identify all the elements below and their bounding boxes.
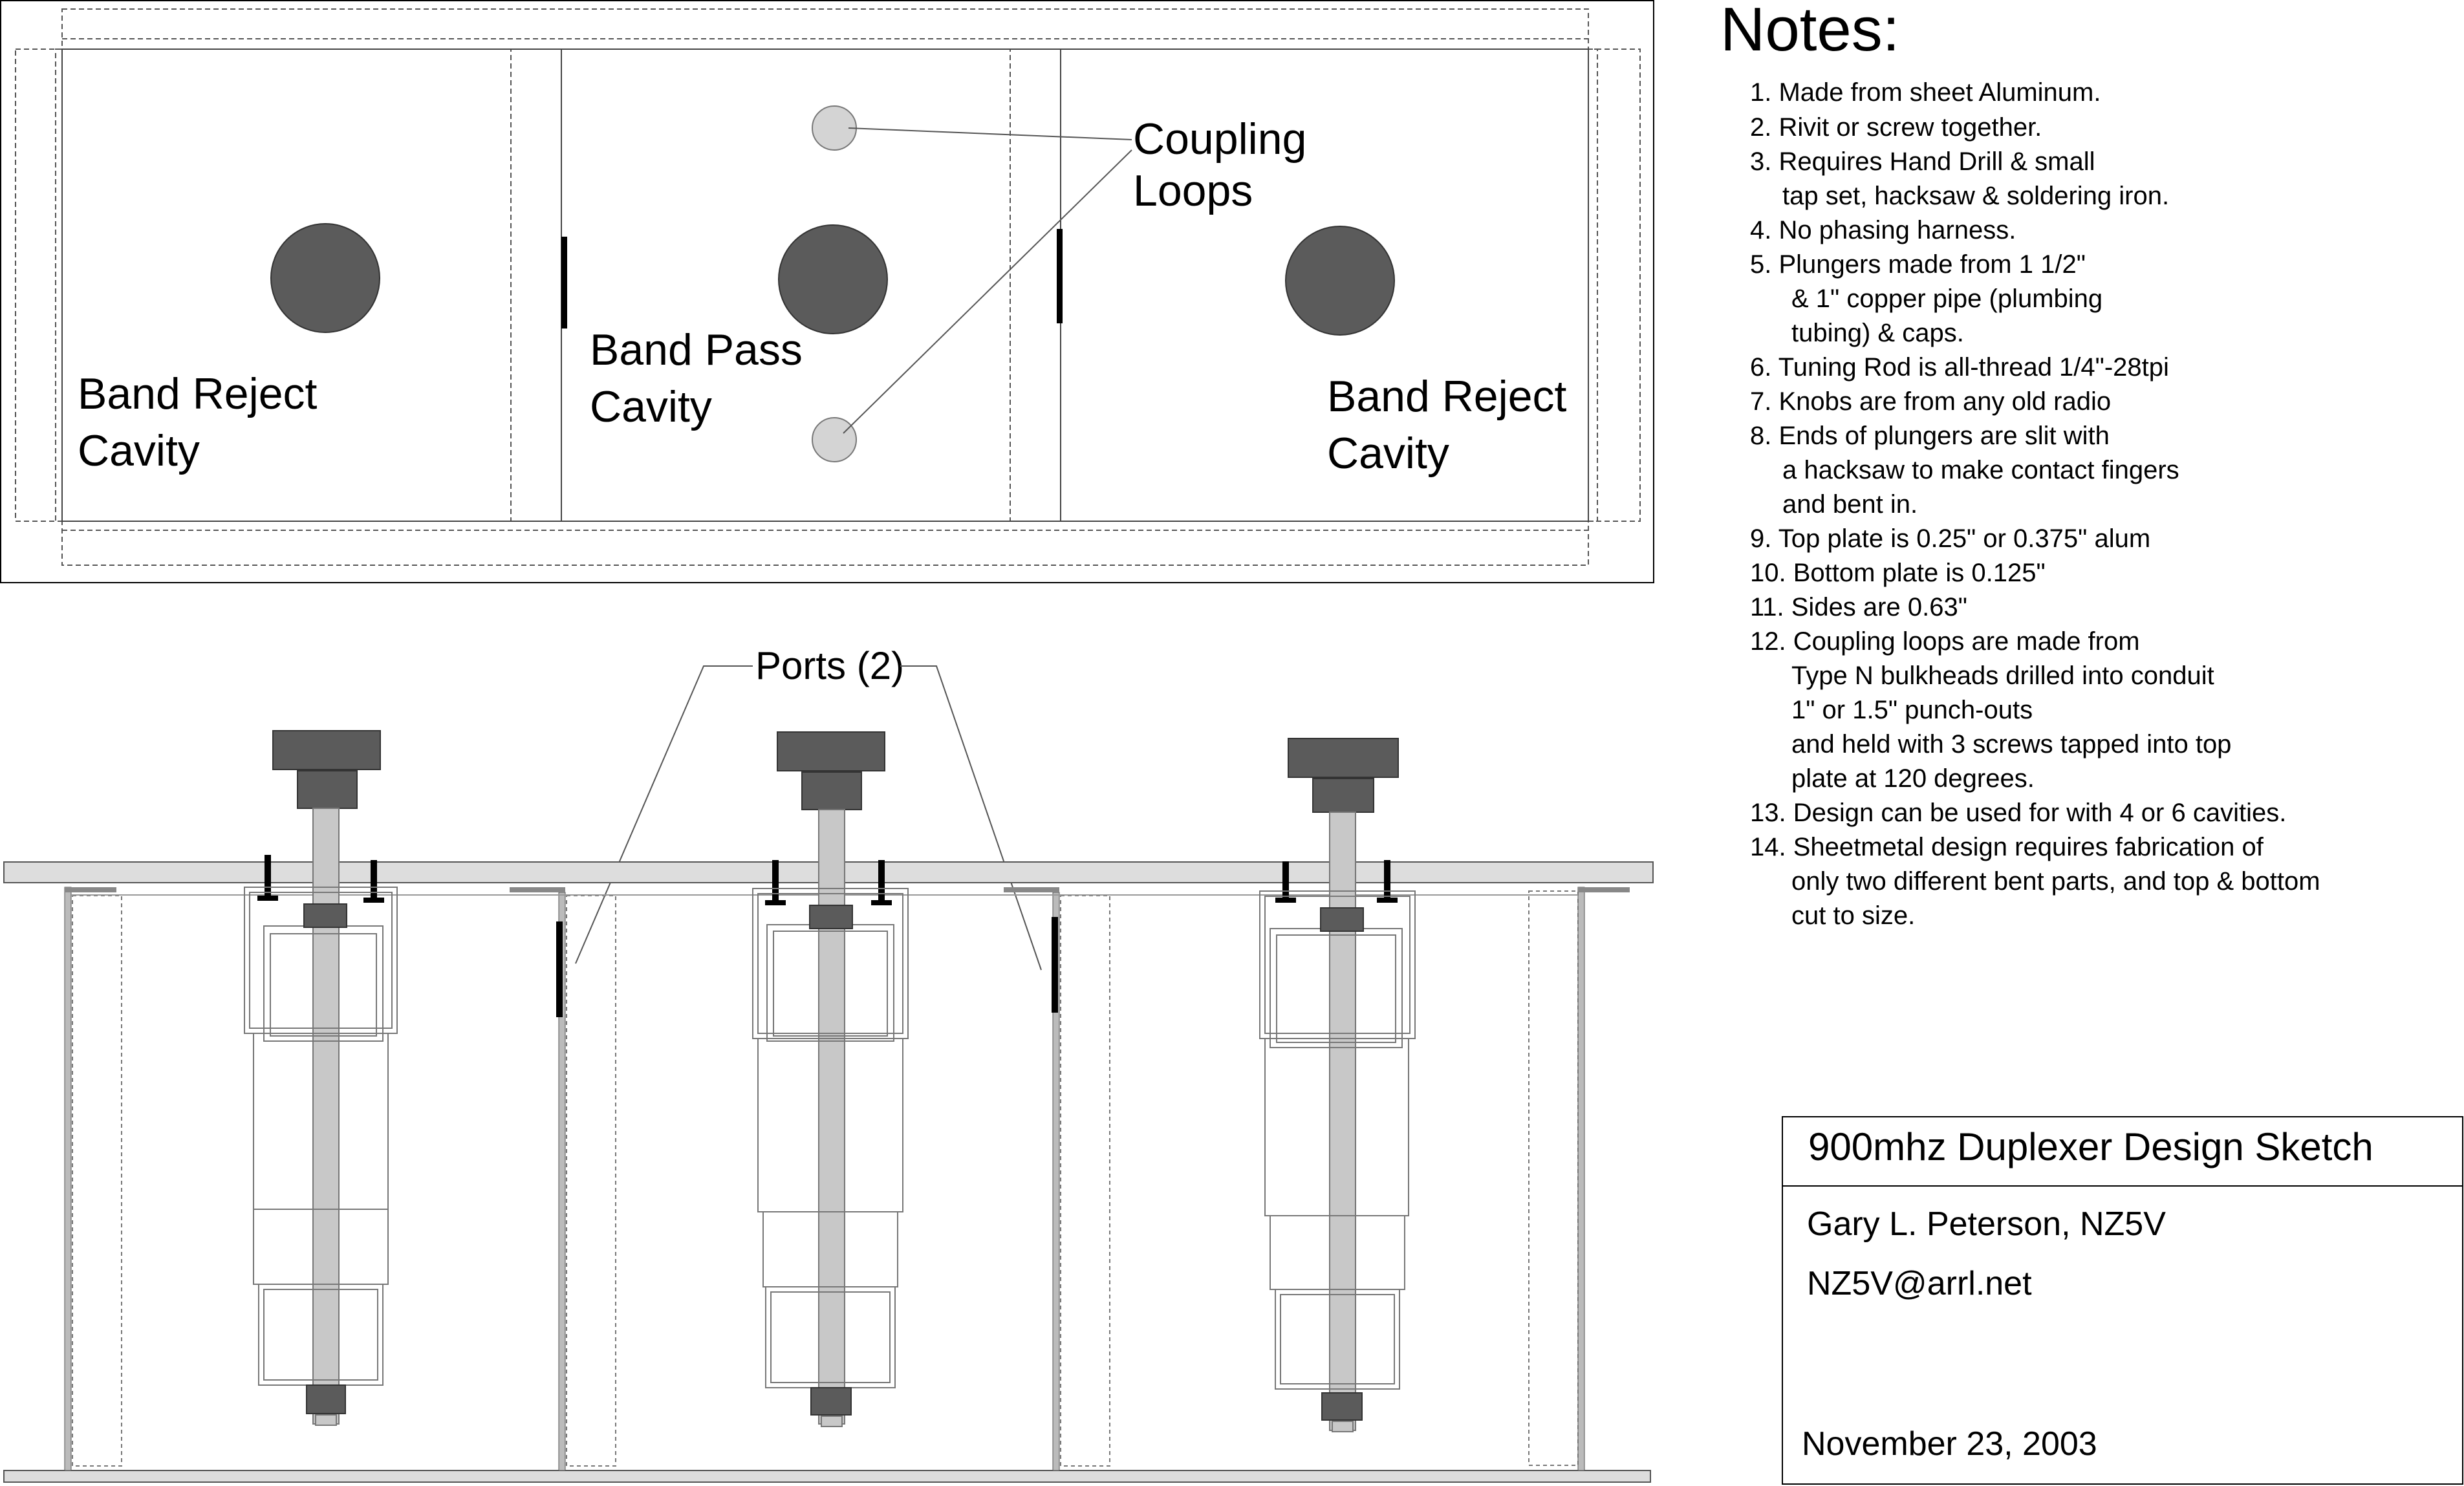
port-marker-top-left [561, 237, 567, 328]
port-marker-side-left [556, 921, 563, 1017]
resonator-right [1259, 738, 1416, 1432]
rod-end [315, 1414, 337, 1426]
drawing-title: 900mhz Duplexer Design Sketch [1808, 1125, 2373, 1168]
coupling-loop-bottom [812, 417, 857, 462]
leader-coupling-bottom [843, 149, 1132, 434]
drawing-email: NZ5V@arrl.net [1807, 1265, 2032, 1302]
tuning-rod [312, 808, 340, 1425]
label-ports: Ports (2) [755, 644, 904, 687]
label-band-reject-right: Band Reject Cavity [1327, 372, 1579, 478]
rod-nut-upper [809, 905, 853, 929]
tuning-rod [818, 809, 845, 1425]
top-view-frame [0, 0, 1654, 583]
label-band-reject-left: Band Reject Cavity [78, 369, 329, 475]
plunger-outlines [1259, 890, 1416, 1390]
resonator-center [752, 731, 909, 1427]
leader-coupling-top [848, 127, 1132, 140]
mounting-screws [257, 855, 384, 903]
mounting-screws [765, 860, 892, 905]
rod-end [1332, 1421, 1354, 1432]
rod-end [821, 1416, 843, 1427]
tuning-rod [1329, 812, 1356, 1431]
leader-port-right [900, 665, 1042, 971]
knob-stem [1312, 778, 1374, 813]
tuning-post-right [1285, 226, 1395, 336]
notes-list: 1. Made from sheet Aluminum. 2. Rivit or… [1750, 78, 2328, 930]
mounting-screws [1275, 860, 1398, 903]
drawing-date: November 23, 2003 [1802, 1425, 2097, 1463]
knob-stem [297, 770, 358, 809]
bottom-plate [3, 1470, 1651, 1483]
port-marker-top-right [1057, 229, 1063, 323]
label-band-pass: Band Pass Cavity [590, 325, 815, 431]
notes-panel: Notes: 1. Made from sheet Aluminum. 2. R… [1720, 0, 2328, 930]
tuning-post-left [270, 223, 380, 333]
notes-heading: Notes: [1720, 0, 1899, 64]
knob-cap [1288, 738, 1399, 778]
rod-nut-upper [303, 903, 347, 928]
side-view: Ports (2) [3, 644, 1654, 1483]
port-marker-side-right [1052, 917, 1058, 1013]
leader-port-left [575, 665, 753, 964]
resonator-left [244, 730, 398, 1426]
knob-stem [801, 771, 862, 810]
rod-nut-lower [306, 1384, 346, 1414]
title-block-frame [1782, 1116, 2463, 1485]
side-wall-ledges [65, 887, 1630, 892]
rod-nut-lower [1321, 1392, 1363, 1421]
knob-cap [272, 730, 381, 770]
tuning-post-center [778, 224, 888, 334]
knob-cap [777, 731, 885, 771]
top-view: Band Reject Cavity Band Pass Cavity Band… [0, 0, 1654, 583]
label-coupling-loops: Coupling Loops [1133, 114, 1319, 215]
rod-nut-lower [810, 1387, 852, 1416]
rod-nut-upper [1320, 907, 1364, 932]
drawing-author: Gary L. Peterson, NZ5V [1807, 1205, 2166, 1243]
title-block: 900mhz Duplexer Design Sketch Gary L. Pe… [1782, 1116, 2463, 1485]
